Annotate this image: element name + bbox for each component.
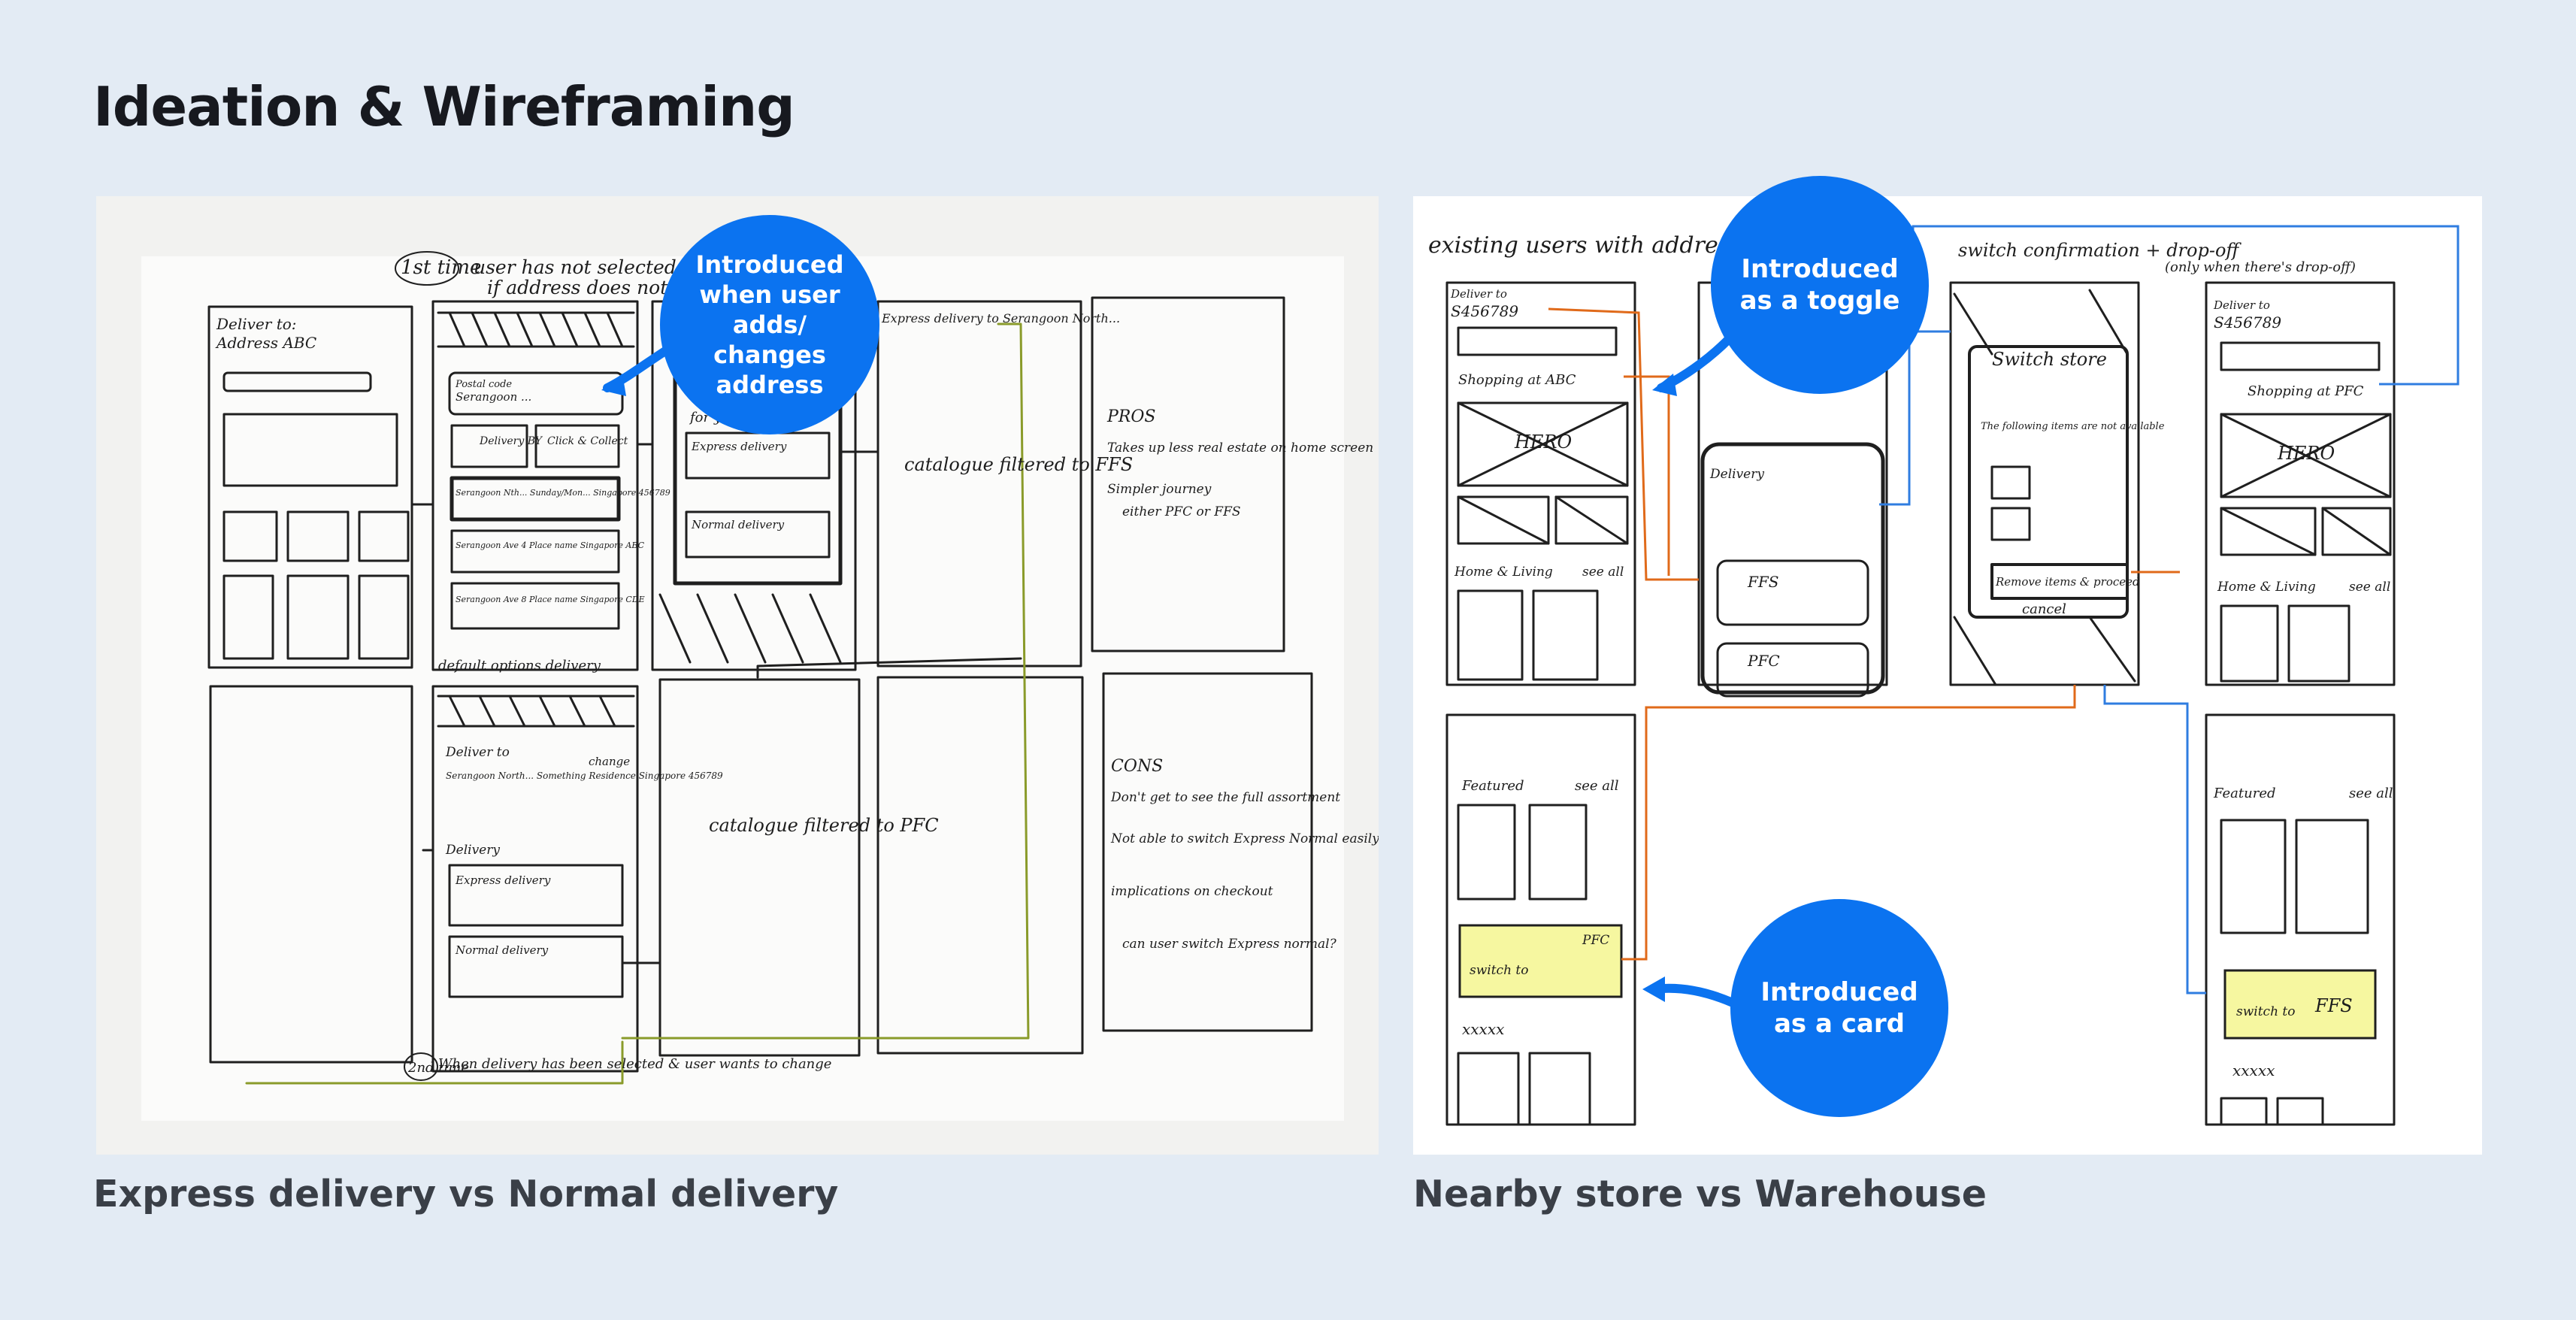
note-hero: HERO bbox=[1514, 431, 1573, 453]
note-postal-value: Serangoon ... bbox=[456, 390, 531, 404]
note-only-when: (only when there's drop-off) bbox=[2165, 259, 2356, 275]
note-option-1: Serangoon Nth... Sunday/Mon... Singapore… bbox=[456, 488, 670, 498]
note-pros-3: either PFC or FFS bbox=[1122, 504, 1241, 519]
note-home-living-2: Home & Living bbox=[2217, 580, 2316, 595]
callout-address-text: Introduced when user adds/ changes addre… bbox=[695, 250, 844, 399]
callout-address: Introduced when user adds/ changes addre… bbox=[660, 215, 879, 434]
note-postal-code: Postal code bbox=[455, 379, 512, 390]
note-deliver-to-2: Deliver to bbox=[2213, 298, 2270, 312]
note-address: Address ABC bbox=[215, 334, 316, 352]
note-click-collect: Click & Collect bbox=[547, 435, 628, 447]
note-switch-to: switch to bbox=[1470, 963, 1528, 978]
note-cons-3: implications on checkout bbox=[1111, 884, 1273, 899]
note-express-banner: Express delivery to Serangoon North... bbox=[881, 311, 1120, 325]
note-default-options: default options delivery bbox=[438, 658, 601, 674]
callout-card: Introduced as a card bbox=[1730, 899, 1948, 1117]
note-delivery-label: Delivery bbox=[445, 843, 500, 858]
callout-toggle-text: Introduced as a toggle bbox=[1739, 253, 1900, 316]
note-option-2: Serangoon Ave 4 Place name Singapore ABC bbox=[456, 540, 645, 550]
note-shopping-at: Shopping at ABC bbox=[1458, 372, 1576, 388]
note-deliver-to: Deliver to bbox=[1450, 287, 1507, 301]
note-delivery-option: Delivery BY bbox=[479, 435, 543, 447]
note-see-all-3: see all bbox=[1575, 778, 1619, 794]
note-home-living: Home & Living bbox=[1454, 565, 1553, 580]
note-switch-confirmation: switch confirmation + drop-off bbox=[1958, 240, 2242, 261]
page-title: Ideation & Wireframing bbox=[93, 75, 795, 138]
callout-toggle: Introduced as a toggle bbox=[1711, 176, 1929, 394]
note-normal-delivery-2: Normal delivery bbox=[455, 943, 549, 957]
note-deliver-to: Deliver to: bbox=[216, 315, 297, 333]
note-second-time: 2nd time bbox=[407, 1060, 469, 1076]
note-existing-users: existing users with address bbox=[1428, 232, 1741, 259]
note-second-time-text: When delivery has been selected & user w… bbox=[438, 1056, 831, 1072]
note-cons-title: CONS bbox=[1111, 757, 1163, 776]
note-remove-items: Remove items & proceed bbox=[1995, 575, 2140, 589]
note-xxxx-2: xxxxx bbox=[2232, 1061, 2275, 1079]
note-ffs: FFS bbox=[1747, 573, 1778, 591]
sketch-drawing: existing users with address Deliver to S… bbox=[1428, 225, 2459, 1126]
note-cons-4: can user switch Express normal? bbox=[1122, 937, 1337, 952]
note-featured-2: Featured bbox=[2213, 786, 2276, 801]
note-cons-2: Not able to switch Express Normal easily bbox=[1110, 831, 1379, 846]
note-featured: Featured bbox=[1461, 778, 1524, 794]
note-switch-to-2: switch to bbox=[2236, 1004, 2295, 1019]
note-catalogue-ffs: catalogue filtered to FFS bbox=[904, 454, 1133, 475]
note-see-all-4: see all bbox=[2349, 786, 2393, 801]
note-postal-2: S456789 bbox=[2214, 313, 2281, 332]
note-see-all: see all bbox=[1582, 565, 1624, 580]
note-express-delivery-2: Express delivery bbox=[455, 873, 551, 887]
note-address-2: Serangoon North... Something Residence S… bbox=[446, 771, 723, 781]
note-express-delivery: Express delivery bbox=[691, 440, 787, 453]
note-switch-store: Switch store bbox=[1992, 349, 2107, 370]
note-change: change bbox=[589, 755, 630, 768]
callout-card-text: Introduced as a card bbox=[1760, 976, 1918, 1040]
note-cons-1: Don't get to see the full assortment bbox=[1110, 790, 1340, 805]
note-shopping-at-pfc: Shopping at PFC bbox=[2248, 383, 2364, 399]
note-pros-title: PROS bbox=[1106, 407, 1155, 426]
note-first-time: 1st time bbox=[401, 256, 481, 279]
note-option-3: Serangoon Ave 8 Place name Singapore CDE bbox=[456, 595, 645, 604]
note-catalogue-pfc: catalogue filtered to PFC bbox=[709, 815, 939, 836]
note-deliver-to-2: Deliver to bbox=[445, 745, 510, 760]
note-ffs-2: FFS bbox=[2314, 995, 2353, 1016]
note-normal-delivery: Normal delivery bbox=[691, 518, 785, 531]
note-pros-2: Simpler journey bbox=[1107, 482, 1212, 497]
note-delivery: Delivery bbox=[1709, 467, 1764, 482]
note-pros-1: Takes up less real estate on home screen bbox=[1107, 441, 1373, 456]
note-xxxx: xxxxx bbox=[1462, 1020, 1504, 1038]
note-pfc-2: PFC bbox=[1582, 933, 1609, 948]
note-cancel: cancel bbox=[2022, 601, 2066, 617]
note-following-items: The following items are not available bbox=[1981, 421, 2165, 432]
note-see-all-2: see all bbox=[2349, 580, 2390, 595]
note-pfc: PFC bbox=[1747, 652, 1780, 670]
note-hero-2: HERO bbox=[2277, 443, 2335, 464]
right-caption: Nearby store vs Warehouse bbox=[1413, 1173, 1987, 1216]
left-caption: Express delivery vs Normal delivery bbox=[93, 1173, 839, 1216]
note-postal: S456789 bbox=[1451, 302, 1518, 320]
